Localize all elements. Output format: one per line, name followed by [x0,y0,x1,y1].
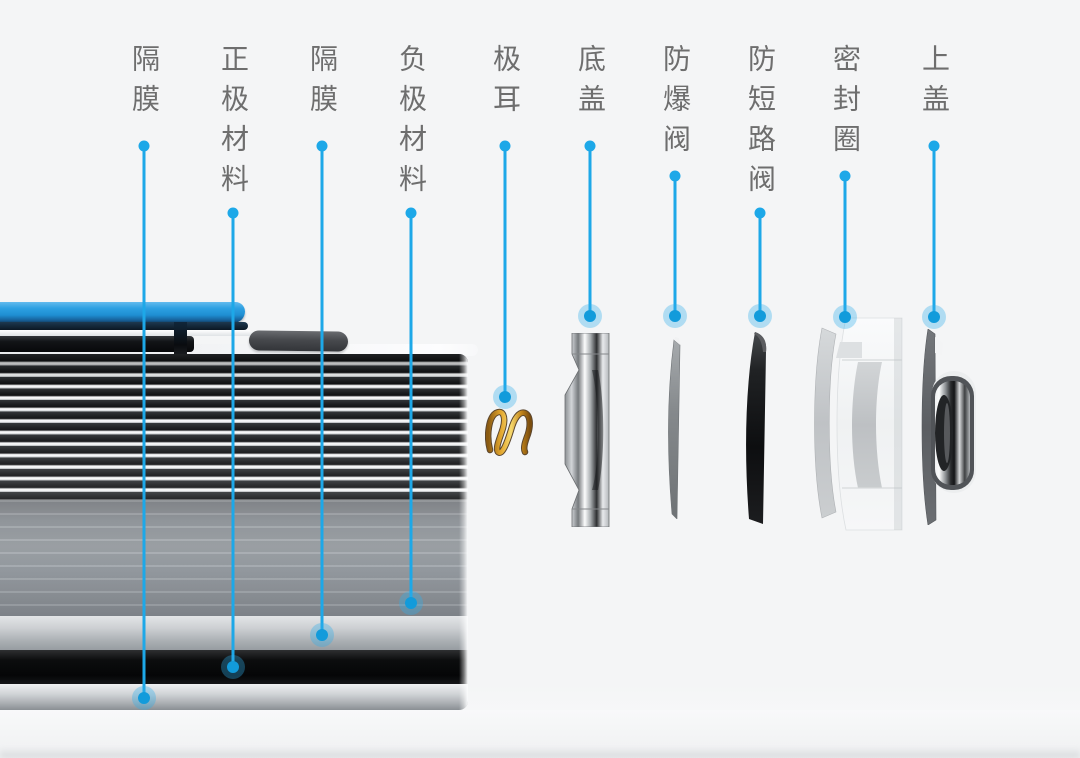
callout-dot [227,207,239,219]
callout-label: 正极材料 [218,44,249,204]
stack-base-band [0,684,468,710]
floor-shadow [0,748,1080,758]
seal-edge-shading [894,318,902,530]
seal-outer-blade [814,327,837,519]
anode-tab-bar [248,330,349,352]
short-valve-blade [746,332,767,524]
callout-end-dot [499,391,511,403]
callout-label: 防爆阀 [660,44,691,164]
callout-dot [138,140,150,152]
leader-line [588,146,592,316]
callout-end-dot [928,311,940,323]
sealing-ring-part [814,317,903,531]
seal-flange-lines [842,359,902,489]
leader-line [673,176,677,316]
callout-dot [584,140,596,152]
callout-electrode-tab: 极耳 [483,0,527,758]
leader-line [503,146,507,397]
cathode-sheet-edge [0,322,248,330]
stack-light-band [0,616,468,650]
seal-ring-step [836,342,862,358]
callout-label: 隔膜 [307,44,338,124]
stack-edge-highlight [459,354,468,710]
bottom-cover-part [564,333,610,527]
callout-label: 极耳 [490,44,521,124]
cathode-sheet [0,302,245,323]
spring-coil [486,409,532,455]
callout-label: 密封圈 [830,44,861,164]
callout-end-dot [669,310,681,322]
callout-dot [669,170,681,182]
bottom-cover-shading [592,370,604,490]
callout-dot [316,140,328,152]
callout-label: 防短路阀 [745,44,776,204]
bottom-cover-flange-lines [572,353,609,510]
callout-label: 隔膜 [129,44,160,124]
stack-striped-layers [0,354,468,500]
seal-inner-surface [852,362,882,488]
vent-blade-notch [674,337,680,345]
anti-short-circuit-valve-part [746,332,767,524]
leader-line [758,213,762,316]
separator-sheet [0,330,252,336]
callout-label: 上盖 [919,44,950,124]
leader-line [932,146,936,317]
explosion-proof-valve-part [668,337,681,519]
callout-end-dot [754,310,766,322]
electrode-tab-spring [485,408,533,456]
short-valve-highlight [754,332,767,352]
callout-dot [928,140,940,152]
vent-blade [668,339,681,519]
top-cover-part [921,329,976,525]
top-cover-bore-highlight [944,403,950,463]
top-cover-notch [935,337,943,355]
stack-black-band [0,650,468,684]
leader-line [843,176,847,317]
callout-dot [839,170,851,182]
stack-body-layers [0,500,468,616]
callout-end-dot [584,310,596,322]
anode-sheet [0,336,194,352]
callout-dot [499,140,511,152]
callout-dot [405,207,417,219]
cathode-tab-hook [174,322,187,360]
callout-label: 底盖 [575,44,606,124]
callout-dot [754,207,766,219]
battery-layer-stack [0,354,468,710]
callout-label: 负极材料 [396,44,427,204]
